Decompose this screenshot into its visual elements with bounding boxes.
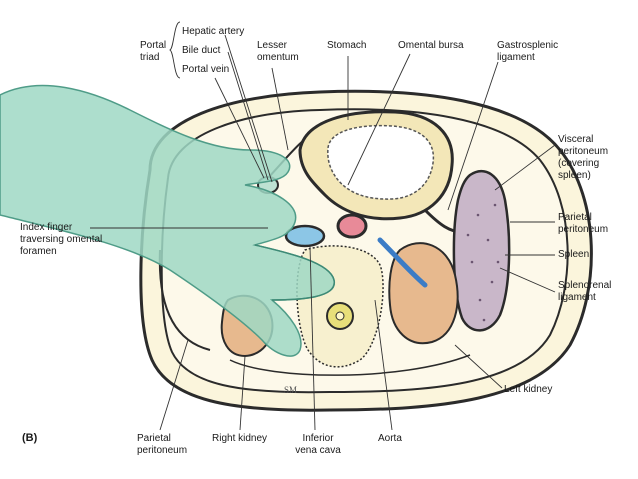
index-finger bbox=[254, 244, 335, 301]
label-parietal-peritoneum-right: Parietal peritoneum bbox=[558, 212, 609, 235]
label-hepatic-artery: Hepatic artery bbox=[182, 26, 245, 37]
artist-initials: SM bbox=[284, 385, 298, 395]
spleen-texture bbox=[466, 203, 500, 322]
label-visceral-peritoneum: Visceral peritoneum (covering spleen) bbox=[558, 134, 609, 181]
panel-label: (B) bbox=[22, 432, 38, 444]
label-parietal-peritoneum-bottom: Parietal peritoneum bbox=[137, 433, 188, 456]
right-parietal-line bbox=[158, 249, 211, 351]
label-lesser-omentum: Lesser omentum bbox=[257, 40, 299, 63]
aorta-shape bbox=[336, 213, 368, 239]
posterior-wall bbox=[229, 354, 471, 376]
leader-lines bbox=[90, 21, 556, 431]
label-aorta: Aorta bbox=[378, 433, 402, 444]
inferior-vena-cava-shape bbox=[284, 224, 326, 248]
splenic-vein bbox=[377, 237, 428, 288]
label-inferior-vena-cava: Inferior vena cava bbox=[295, 433, 341, 456]
label-left-kidney: Left kidney bbox=[504, 384, 553, 395]
label-stomach: Stomach bbox=[327, 40, 367, 51]
label-right-kidney: Right kidney bbox=[212, 433, 268, 444]
label-omental-bursa: Omental bursa bbox=[398, 40, 464, 51]
stomach-lumen bbox=[327, 124, 435, 200]
label-gastrosplenic-ligament: Gastrosplenic ligament bbox=[497, 40, 559, 63]
label-bile-duct: Bile duct bbox=[182, 45, 221, 56]
spleen bbox=[452, 169, 511, 332]
label-splenorenal-ligament: Splenorenal ligament bbox=[558, 280, 612, 303]
central-canal bbox=[335, 311, 345, 321]
label-index-finger: Index finger traversing omental foramen bbox=[20, 222, 103, 257]
label-portal-triad: Portal triad bbox=[140, 40, 167, 63]
label-spleen: Spleen bbox=[558, 249, 590, 260]
label-portal-vein: Portal vein bbox=[182, 64, 230, 75]
